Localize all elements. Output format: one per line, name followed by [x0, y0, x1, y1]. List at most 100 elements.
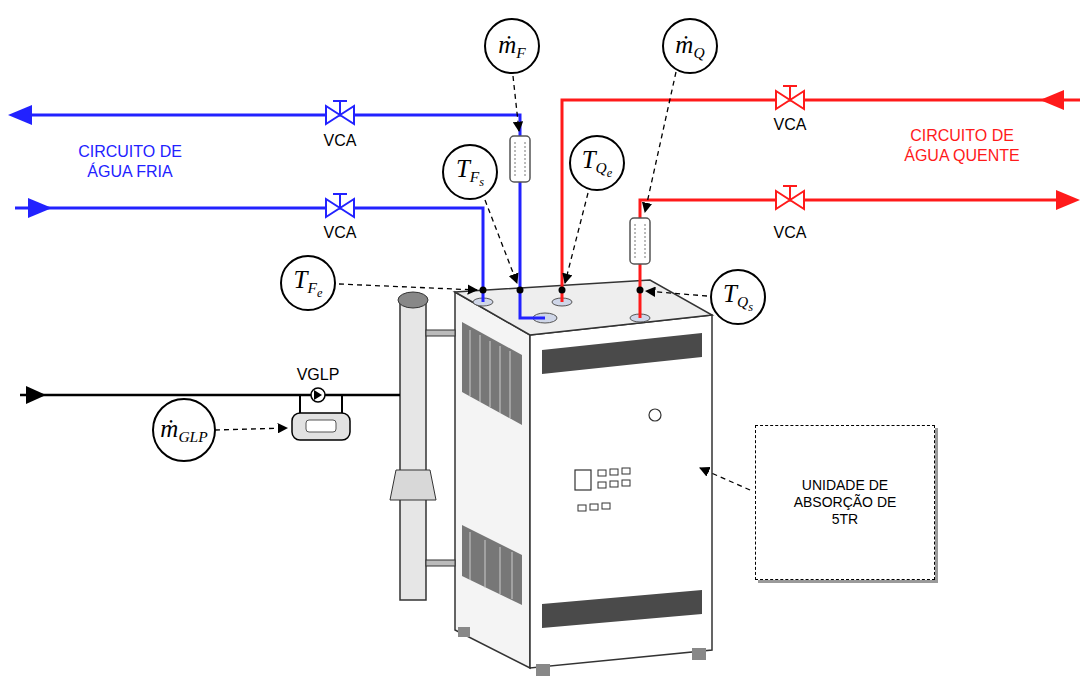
unit-foot — [692, 648, 706, 660]
flow-arrowhead — [8, 105, 32, 125]
absorption-unit — [455, 280, 712, 676]
temperature-callout: TFs — [442, 144, 498, 200]
leader-line — [565, 193, 588, 283]
flow-arrowhead — [26, 386, 46, 404]
valve-symbol — [776, 86, 804, 209]
flow-meter — [510, 136, 650, 264]
circuit-label: CIRCUITO DE ÁGUA QUENTE — [900, 126, 1025, 166]
chimney-pipe — [400, 300, 426, 600]
sensor-dot — [480, 287, 487, 294]
panel-knob — [649, 409, 661, 421]
circuit-label: CIRCUITO DE ÁGUA FRIA — [68, 142, 193, 182]
water-pipe — [30, 115, 545, 318]
sensor-dot — [517, 287, 524, 294]
gas-meter-link — [341, 395, 343, 414]
chimney-bracket — [426, 560, 455, 566]
chimney-bracket — [426, 330, 455, 336]
temperature-callout: TQs — [710, 269, 766, 325]
flow-meter-scale — [635, 224, 636, 258]
indicator — [622, 480, 630, 486]
slat — [480, 335, 481, 402]
chimney-cap — [398, 292, 428, 308]
valve-handle — [783, 185, 797, 187]
sensor-dot — [559, 287, 566, 294]
unit-foot — [458, 627, 470, 637]
gas-meter-link — [299, 395, 301, 414]
unit-note-box: UNIDADE DE ABSORÇÃO DE 5TR — [755, 425, 935, 580]
valve-label: VCA — [774, 115, 807, 135]
water-pipe — [640, 200, 1060, 318]
temperature-callout: TFe — [280, 255, 336, 311]
flow-callout: ṁQ — [662, 18, 718, 74]
indicator — [590, 504, 598, 510]
side-grill — [462, 525, 522, 605]
symbol-text: ṁGLP — [160, 416, 207, 445]
valve-label: VCA — [324, 131, 357, 151]
flow-callout: ṁGLP — [152, 398, 216, 462]
valve-handle — [333, 193, 347, 195]
indicator — [610, 481, 618, 487]
flow-arrowhead — [1056, 190, 1080, 210]
leader-line — [339, 284, 477, 290]
valve-symbol — [326, 101, 354, 217]
slat — [470, 330, 471, 396]
slat — [470, 532, 471, 580]
valve-handle — [783, 85, 797, 87]
valve-stem — [789, 186, 791, 200]
slat — [512, 552, 513, 599]
flow-meter-body — [630, 218, 650, 264]
front-grill — [542, 590, 702, 628]
indicator — [598, 470, 606, 476]
valve-stem — [789, 86, 791, 100]
valve-label: VCA — [774, 223, 807, 243]
symbol-text: TQe — [582, 147, 613, 180]
slat — [500, 346, 501, 413]
symbol-text: TFs — [456, 156, 484, 189]
gas-meter — [292, 413, 350, 440]
grill-slats — [470, 330, 512, 599]
gas-valve-symbol — [311, 388, 325, 402]
note-text: UNIDADE DE ABSORÇÃO DE 5TR — [789, 477, 901, 527]
symbol-text: ṁQ — [675, 32, 704, 61]
unit-side-face — [455, 292, 530, 668]
leader-line — [646, 291, 707, 296]
valve-stem — [339, 194, 341, 208]
water-pipe — [15, 208, 483, 302]
unit-top-face — [455, 280, 712, 335]
indicator — [578, 505, 586, 511]
hot-water-circuit — [562, 100, 1080, 318]
gas-valve-symbol — [314, 390, 322, 400]
valve-stem — [339, 101, 341, 115]
slat — [510, 351, 511, 418]
indicator — [598, 482, 606, 488]
side-grill — [462, 322, 522, 425]
indicator — [602, 503, 610, 509]
sensor-point — [480, 287, 644, 294]
leader-line — [513, 76, 519, 131]
panel-indicators — [578, 468, 630, 511]
flow-arrowhead — [28, 198, 52, 218]
chimney — [390, 292, 455, 600]
unit-foot — [536, 664, 550, 676]
leader-line — [215, 428, 287, 430]
flow-meter-scale — [515, 142, 516, 176]
symbol-text: TFe — [294, 267, 323, 300]
control-panel — [575, 470, 591, 490]
slat — [485, 540, 486, 588]
gas-meter-display — [306, 420, 336, 432]
front-grill — [542, 333, 702, 374]
cold-water-circuit — [15, 115, 545, 318]
leader-line — [485, 200, 517, 283]
flow-meter-body — [510, 136, 530, 182]
indicator — [610, 469, 618, 475]
slat — [490, 341, 491, 407]
unit-front-face — [530, 315, 712, 668]
temperature-callout: TQe — [569, 135, 625, 191]
leader-line — [700, 468, 750, 490]
valve-label: VGLP — [297, 365, 340, 385]
flow-callout: ṁF — [484, 18, 540, 74]
valve-label: VCA — [324, 223, 357, 243]
